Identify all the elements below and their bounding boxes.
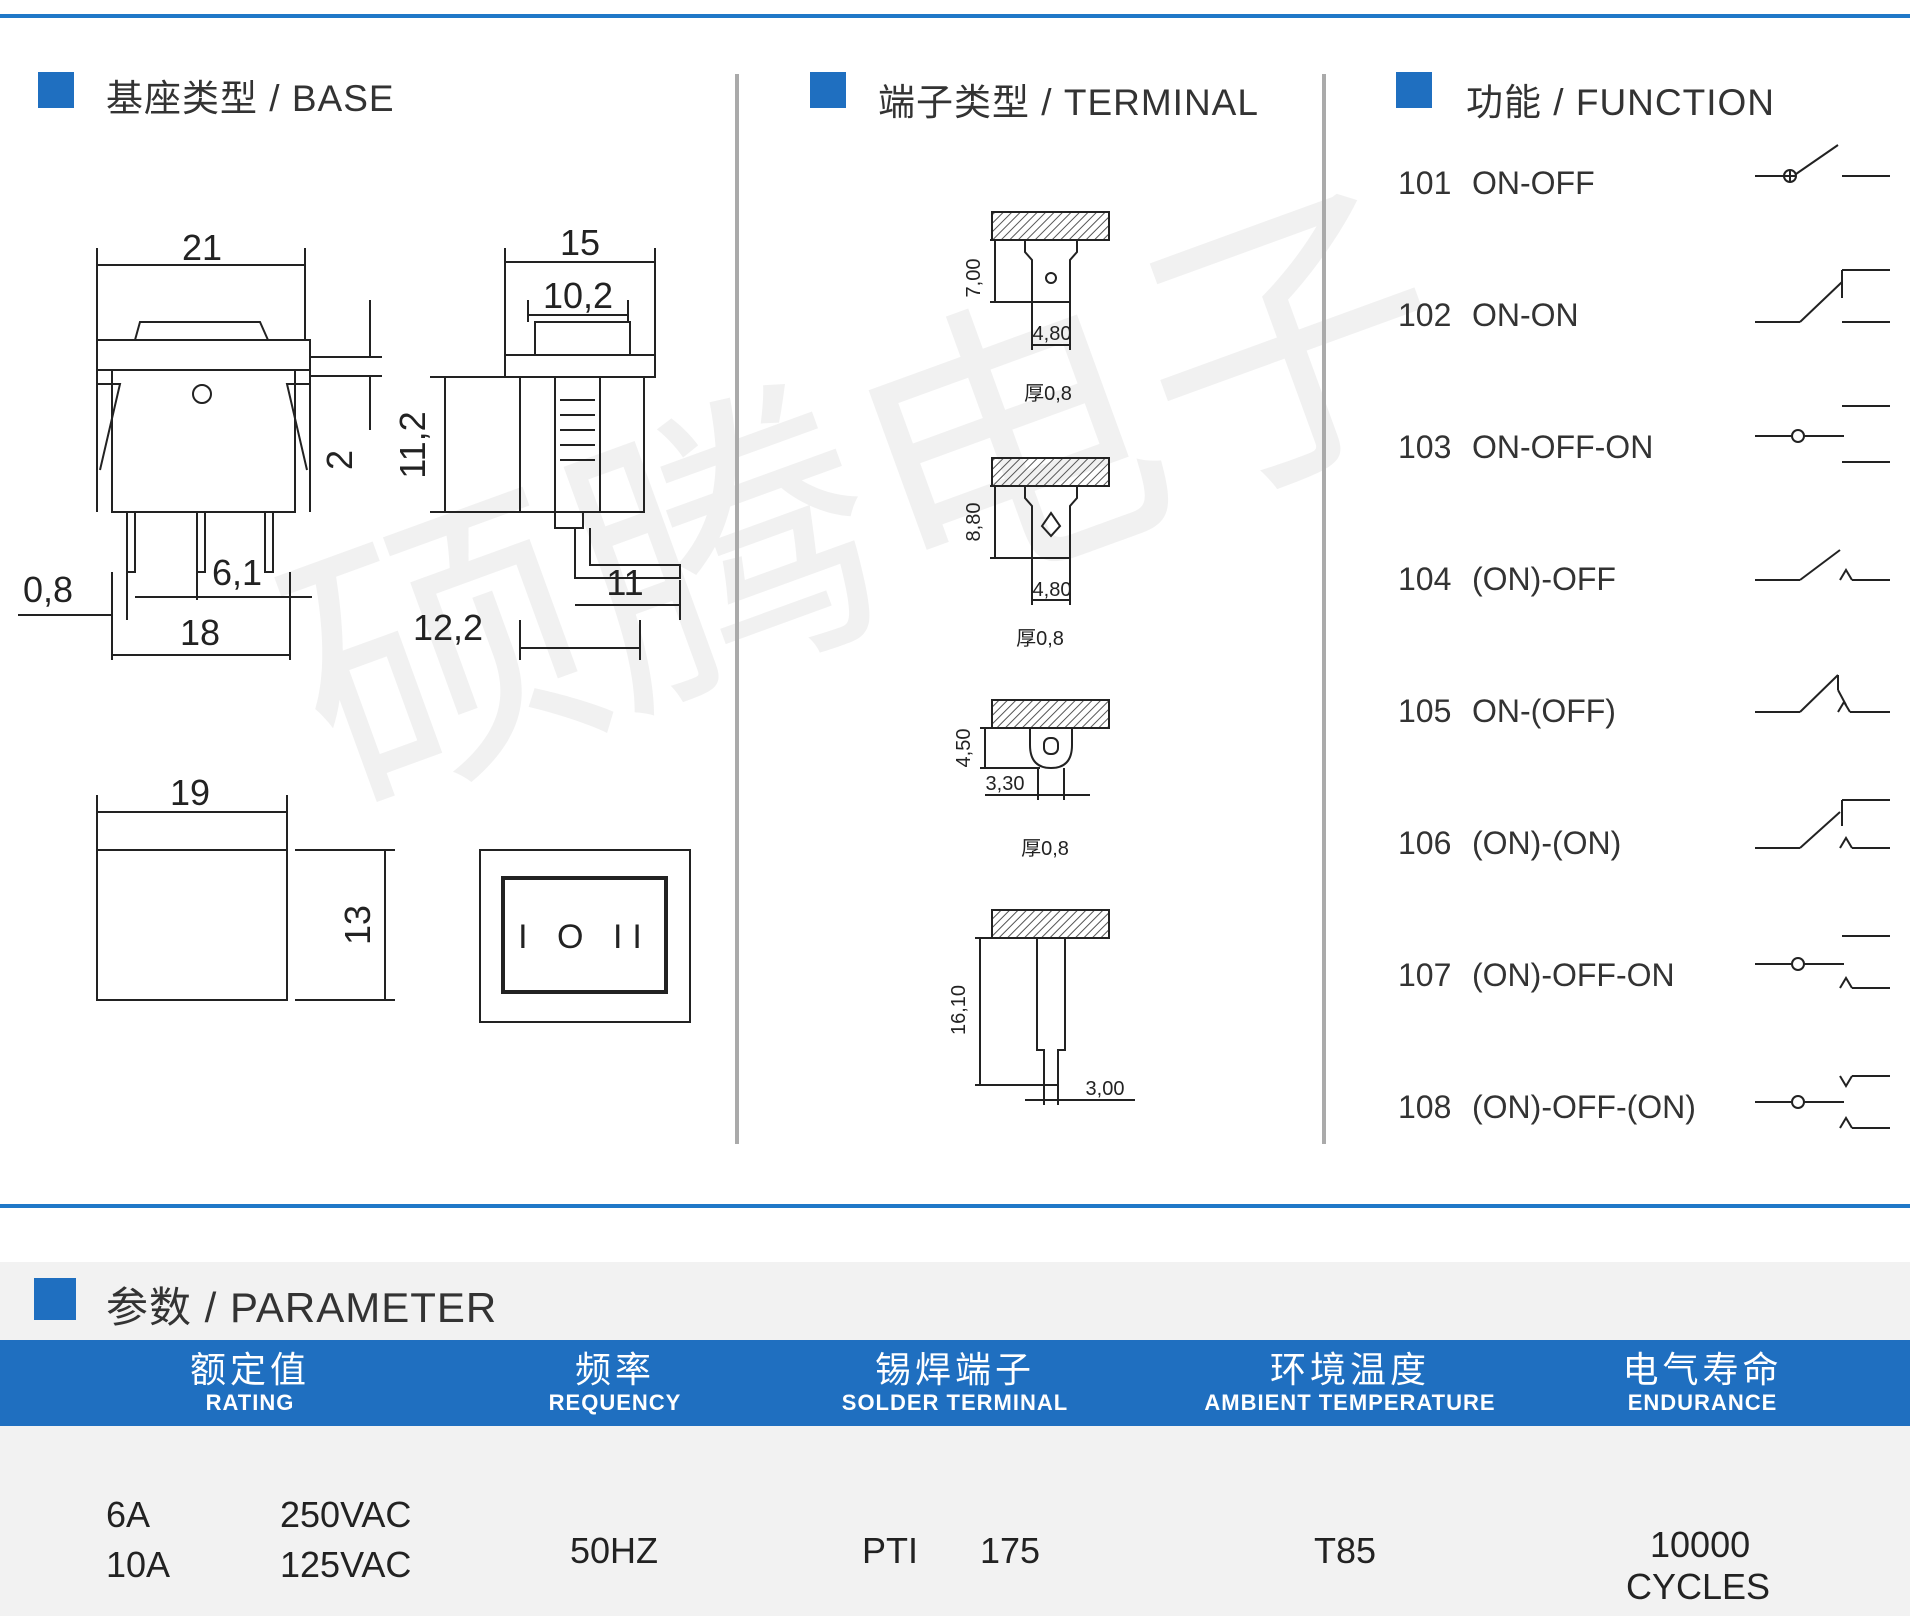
switch-on-mom-off-icon bbox=[1755, 674, 1890, 713]
switch-on-off-on-icon bbox=[1755, 405, 1890, 463]
header-endurance: 电气寿命 ENDURANCE bbox=[1580, 1340, 1825, 1426]
header-frequency: 频率 REQUENCY bbox=[495, 1340, 735, 1426]
middle-rule bbox=[0, 1204, 1910, 1208]
dim-15: 15 bbox=[560, 222, 600, 263]
function-label: ON-ON bbox=[1472, 297, 1579, 333]
header-solder-zh: 锡焊端子 bbox=[874, 1349, 1035, 1390]
parameter-table-header: 额定值 RATING 频率 REQUENCY 锡焊端子 SOLDER TERMI… bbox=[0, 1340, 1910, 1426]
function-bullet-icon bbox=[1396, 72, 1432, 108]
function-item-106: 106 (ON)-(ON) bbox=[1398, 825, 1621, 862]
dim-13: 13 bbox=[337, 905, 378, 945]
endurance-unit: CYCLES bbox=[1626, 1566, 1771, 1607]
parameter-bullet-icon bbox=[34, 1278, 76, 1320]
dim-10-2: 10,2 bbox=[543, 275, 613, 316]
function-code: 106 bbox=[1398, 825, 1452, 861]
function-item-105: 105 ON-(OFF) bbox=[1398, 693, 1616, 730]
function-section-title: 功能 / FUNCTION bbox=[1466, 82, 1775, 123]
dim-19: 19 bbox=[170, 772, 210, 813]
function-item-104: 104 (ON)-OFF bbox=[1398, 561, 1616, 598]
dim-11-2: 11,2 bbox=[392, 411, 433, 478]
switch-mom-off-mom-icon bbox=[1755, 1075, 1890, 1129]
switch-mom-off-on-icon bbox=[1755, 935, 1890, 989]
dim-6-1: 6,1 bbox=[212, 552, 262, 593]
function-label: (ON)-OFF-ON bbox=[1472, 957, 1675, 993]
separator-right bbox=[1322, 74, 1326, 1144]
header-frequency-en: REQUENCY bbox=[548, 1390, 682, 1415]
terminal-3-width: 3,30 bbox=[986, 773, 1025, 795]
base-bullet-icon bbox=[38, 72, 74, 108]
function-code: 102 bbox=[1398, 297, 1452, 333]
base-section-title: 基座类型 / BASE bbox=[106, 78, 395, 119]
base-drawing: 21 15 10,2 2 11,2 0,8 6,1 18 11 12,2 19 … bbox=[18, 222, 691, 1023]
rating-voltage-1: 250VAC bbox=[280, 1494, 412, 1535]
function-code: 105 bbox=[1398, 693, 1452, 729]
function-label: ON-(OFF) bbox=[1472, 693, 1616, 729]
dim-0-8: 0,8 bbox=[23, 569, 73, 610]
header-endurance-en: ENDURANCE bbox=[1627, 1390, 1778, 1415]
header-temperature-zh: 环境温度 bbox=[1269, 1349, 1430, 1390]
header-rating: 额定值 RATING bbox=[120, 1340, 380, 1426]
switch-on-on-icon bbox=[1755, 269, 1890, 323]
terminal-2-thickness: 厚0,8 bbox=[1016, 628, 1064, 650]
solder-label: PTI bbox=[862, 1530, 919, 1571]
function-code: 101 bbox=[1398, 165, 1452, 201]
switch-mom-mom-icon bbox=[1755, 799, 1890, 849]
function-item-102: 102 ON-ON bbox=[1398, 297, 1579, 334]
solder-value: 175 bbox=[980, 1530, 1041, 1571]
terminal-4-height: 16,10 bbox=[948, 985, 970, 1035]
function-label: (ON)-(ON) bbox=[1472, 825, 1622, 861]
terminal-1-thickness: 厚0,8 bbox=[1024, 383, 1072, 405]
function-label: (ON)-OFF-(ON) bbox=[1472, 1089, 1696, 1125]
temperature-value: T85 bbox=[1314, 1530, 1377, 1571]
header-temperature: 环境温度 AMBIENT TEMPERATURE bbox=[1180, 1340, 1520, 1426]
terminal-4-width: 3,00 bbox=[1086, 1078, 1125, 1100]
header-endurance-zh: 电气寿命 bbox=[1622, 1349, 1783, 1390]
function-symbols bbox=[1755, 144, 1890, 1129]
function-code: 108 bbox=[1398, 1089, 1452, 1125]
header-solder: 锡焊端子 SOLDER TERMINAL bbox=[810, 1340, 1100, 1426]
terminal-bullet-icon bbox=[810, 72, 846, 108]
frequency-value: 50HZ bbox=[570, 1530, 659, 1571]
top-rule bbox=[0, 14, 1910, 18]
terminal-3-thickness: 厚0,8 bbox=[1021, 838, 1069, 860]
function-item-101: 101 ON-OFF bbox=[1398, 165, 1595, 202]
parameter-band bbox=[0, 1262, 1910, 1616]
rating-current-1: 6A bbox=[106, 1494, 151, 1535]
header-rating-en: RATING bbox=[205, 1390, 295, 1415]
function-label: (ON)-OFF bbox=[1472, 561, 1616, 597]
dim-18: 18 bbox=[180, 612, 220, 653]
switch-mom-off-icon bbox=[1755, 549, 1890, 581]
terminal-1-width: 4,80 bbox=[1033, 323, 1072, 345]
dim-12-2: 12,2 bbox=[413, 607, 483, 648]
terminal-2-width: 4,80 bbox=[1033, 579, 1072, 601]
function-label: ON-OFF-ON bbox=[1472, 429, 1654, 465]
header-temperature-en: AMBIENT TEMPERATURE bbox=[1204, 1390, 1496, 1415]
rating-current-2: 10A bbox=[106, 1544, 171, 1585]
function-item-107: 107 (ON)-OFF-ON bbox=[1398, 957, 1675, 994]
function-item-108: 108 (ON)-OFF-(ON) bbox=[1398, 1089, 1696, 1126]
separator-left bbox=[735, 74, 739, 1144]
switch-on-off-icon bbox=[1755, 144, 1890, 183]
header-rating-zh: 额定值 bbox=[189, 1349, 310, 1390]
function-label: ON-OFF bbox=[1472, 165, 1595, 201]
function-item-103: 103 ON-OFF-ON bbox=[1398, 429, 1653, 466]
dim-21: 21 bbox=[182, 227, 222, 268]
rocker-marks: I O II bbox=[518, 918, 652, 956]
dim-2: 2 bbox=[319, 450, 360, 470]
terminal-1-height: 7,00 bbox=[963, 259, 985, 298]
function-code: 103 bbox=[1398, 429, 1452, 465]
terminal-section-title: 端子类型 / TERMINAL bbox=[878, 82, 1259, 123]
terminal-3-height: 4,50 bbox=[953, 729, 975, 768]
rating-voltage-2: 125VAC bbox=[280, 1544, 412, 1585]
dim-11: 11 bbox=[606, 562, 643, 603]
header-solder-en: SOLDER TERMINAL bbox=[841, 1390, 1069, 1415]
function-code: 104 bbox=[1398, 561, 1452, 597]
header-frequency-zh: 频率 bbox=[574, 1349, 655, 1390]
endurance-value: 10000 bbox=[1650, 1524, 1751, 1565]
parameter-section-title: 参数 / PARAMETER bbox=[106, 1284, 498, 1331]
terminal-2-height: 8,80 bbox=[963, 503, 985, 542]
function-code: 107 bbox=[1398, 957, 1452, 993]
terminal-drawings: 7,00 4,80 厚0,8 8,80 4,80 厚0,8 4,50 3,30 … bbox=[948, 211, 1135, 1105]
